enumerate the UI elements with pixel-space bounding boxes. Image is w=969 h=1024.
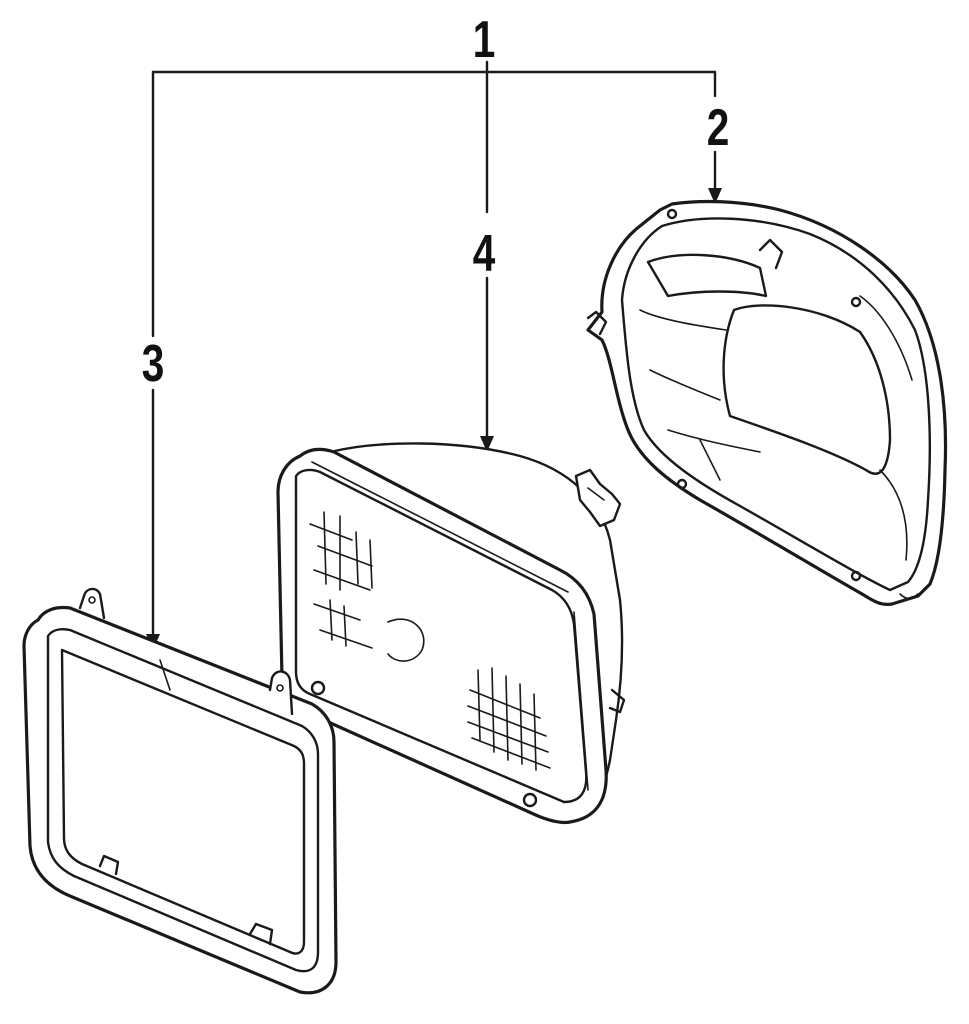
lamp-connector (574, 468, 622, 528)
housing-rib-4 (699, 439, 721, 481)
callout-3: 3 (141, 335, 165, 393)
lamp-side-pin (608, 688, 626, 714)
housing-outline (586, 199, 948, 606)
lamp-lens-frame (276, 447, 608, 825)
housing-hole-4 (850, 570, 862, 582)
callout-2: 2 (706, 99, 730, 157)
part-4-sealed-beam-lamp (276, 442, 626, 825)
ring-tab-hole-2 (276, 684, 284, 692)
lamp-lens-pattern-upper (309, 511, 373, 591)
housing-rib-1 (639, 309, 727, 331)
housing-hole-1 (666, 208, 678, 220)
housing-tab-left (586, 310, 608, 336)
ring-middle (46, 628, 320, 973)
part-3-retaining-ring (22, 587, 338, 995)
housing-upper-panel (646, 253, 768, 298)
ring-notch-2 (248, 922, 274, 946)
ring-outer (22, 605, 338, 995)
ring-tab-2 (268, 670, 294, 716)
housing-rib-2 (649, 369, 721, 401)
callout-1: 1 (472, 11, 496, 69)
housing-inner-rim (620, 217, 931, 592)
lamp-aim-pad-2 (522, 792, 538, 808)
housing-clip (899, 593, 919, 600)
housing-tab-top (758, 238, 784, 270)
lamp-connector-detail (587, 487, 605, 501)
housing-hole-2 (850, 296, 862, 308)
ring-seam (159, 659, 171, 691)
ring-notch-1 (98, 854, 120, 876)
housing-hole-3 (676, 478, 688, 490)
lamp-aim-pad-1 (310, 680, 326, 696)
leader-lines (146, 60, 722, 650)
lamp-lens-grid-lower (467, 667, 551, 771)
ring-inner (60, 648, 306, 955)
arrowhead-4 (480, 436, 494, 452)
lamp-rim-line-2 (573, 611, 589, 791)
ring-tab-hole-1 (88, 596, 96, 604)
housing-rib-6 (859, 295, 913, 381)
part-2-headlamp-housing (586, 199, 948, 606)
lamp-lens-pattern-mid (313, 599, 425, 662)
arrowhead-2 (708, 188, 722, 204)
housing-rib-5 (879, 469, 908, 561)
housing-rib-3 (667, 429, 761, 453)
lamp-rim-line-1 (311, 461, 569, 593)
callout-4: 4 (472, 225, 496, 283)
